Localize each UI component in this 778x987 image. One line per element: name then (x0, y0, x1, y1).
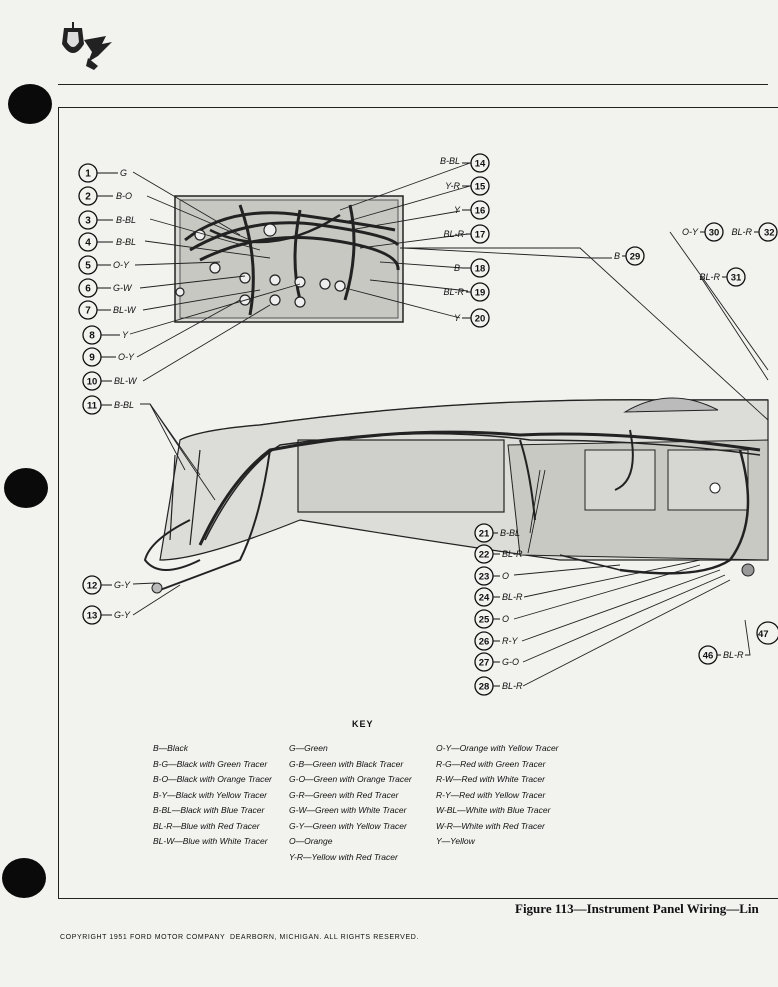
key-entry: Y—Yellow (436, 836, 475, 846)
binder-hole-top (8, 84, 52, 124)
key-entry: B-O—Black with Orange Tracer (153, 774, 272, 784)
key-entry: G-R—Green with Red Tracer (289, 789, 399, 800)
figure-frame (58, 107, 778, 899)
key-title: KEY (352, 719, 374, 729)
key-entry: BL-W—Blue with White Tracer (153, 836, 268, 846)
header-rule (58, 84, 768, 85)
key-entry: G—Green (289, 743, 328, 753)
key-column-2: G—Green G-B—Green with Black Tracer G-O—… (289, 743, 412, 867)
key-entry: O-Y—Orange with Yellow Tracer (436, 743, 559, 753)
key-entry: G-O—Green with Orange Tracer (289, 774, 412, 784)
figure-caption: Figure 113—Instrument Panel Wiring—Lin (515, 901, 759, 916)
binder-hole-middle (4, 468, 48, 508)
key-entry: G-Y—Green with Yellow Tracer (289, 820, 407, 831)
key-entry: G-B—Green with Black Tracer (289, 758, 404, 769)
key-entry: B-G—Black with Green Tracer (153, 758, 268, 769)
footer-copyright: COPYRIGHT 1951 FORD MOTOR COMPANY (60, 934, 226, 941)
key-entry: B—Black (153, 743, 188, 753)
key-entry: Y-R—Yellow with Red Tracer (289, 851, 398, 862)
key-entry: R-W—Red with White Tracer (436, 774, 545, 784)
key-entry: R-Y—Red with Yellow Tracer (436, 789, 546, 800)
footer-address: DEARBORN, MICHIGAN. ALL RIGHTS RESERVED. (230, 934, 419, 941)
instrument-panel (143, 397, 769, 594)
key-entry: W-R—White with Red Tracer (436, 820, 545, 831)
leader-lines (129, 162, 769, 687)
junction-block (174, 195, 404, 323)
key-entry: O—Orange (289, 836, 333, 846)
key-entry: B-BL—Black with Blue Tracer (153, 805, 265, 815)
key-entry: W-BL—White with Blue Tracer (436, 805, 551, 815)
key-column-3: O-Y—Orange with Yellow Tracer R-G—Red wi… (436, 743, 559, 852)
key-column-1: B—Black B-G—Black with Green Tracer B-O—… (153, 743, 272, 852)
key-entry: R-G—Red with Green Tracer (436, 758, 546, 769)
key-entry: B-Y—Black with Yellow Tracer (153, 789, 267, 800)
key-entry: G-W—Green with White Tracer (289, 805, 407, 815)
key-entry: BL-R—Blue with Red Tracer (153, 820, 260, 831)
binder-hole-bottom (2, 858, 46, 898)
